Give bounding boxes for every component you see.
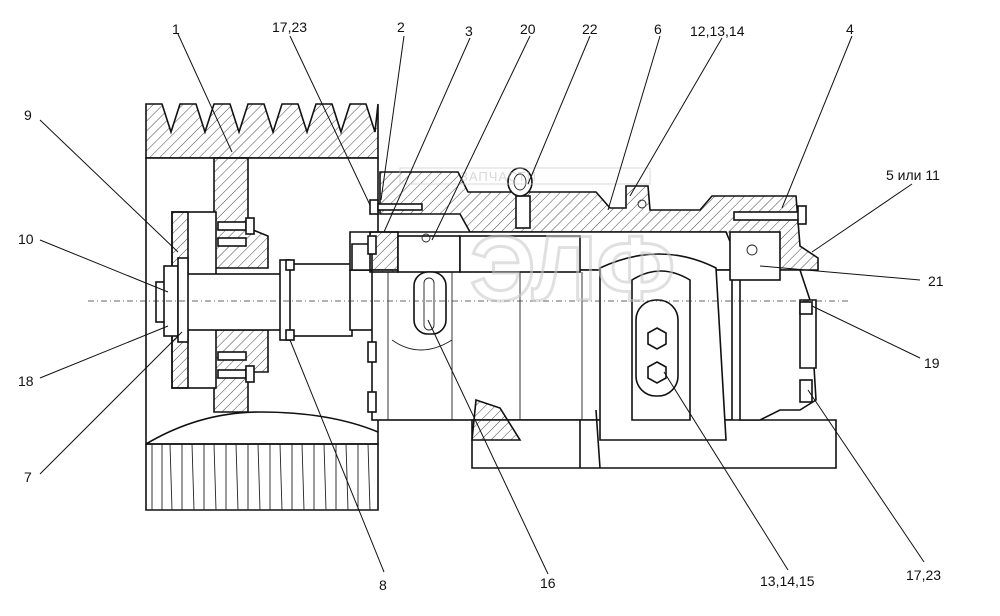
pulley: [145, 103, 379, 511]
callout-2: 2: [397, 19, 405, 35]
callout-3: 3: [465, 23, 473, 39]
callout-6: 6: [654, 21, 662, 37]
callout-13-14-15: 13,14,15: [760, 573, 815, 589]
callout-10: 10: [18, 231, 34, 247]
callout-8: 8: [379, 577, 387, 593]
callout-1: 1: [172, 21, 180, 37]
callout-12-13-14: 12,13,14: [690, 23, 745, 39]
callout-19: 19: [924, 355, 940, 371]
callout-labels: 1 17,23 2 3 20 22 6 12,13,14 4 9 5 или 1…: [18, 19, 944, 593]
callout-9: 9: [24, 107, 32, 123]
callout-21: 21: [928, 273, 944, 289]
shaft: [155, 257, 381, 343]
watermark-text: ЗАПЧАСТИ: [460, 169, 537, 184]
leader-lines: [39, 33, 925, 575]
callout-7: 7: [24, 469, 32, 485]
callout-17-23-top: 17,23: [272, 19, 307, 35]
gearbox-housing: [349, 167, 837, 469]
watermark: ЗАПЧАСТИ ЭЛФ: [399, 167, 677, 322]
callout-4: 4: [846, 21, 854, 37]
callout-17-23-bottom: 17,23: [906, 567, 941, 583]
callout-18: 18: [18, 373, 34, 389]
callout-22: 22: [582, 21, 598, 37]
callout-16: 16: [540, 575, 556, 591]
callout-5-or-11: 5 или 11: [886, 167, 940, 183]
watermark-logo: ЭЛФ: [470, 218, 675, 320]
callout-20: 20: [520, 21, 536, 37]
